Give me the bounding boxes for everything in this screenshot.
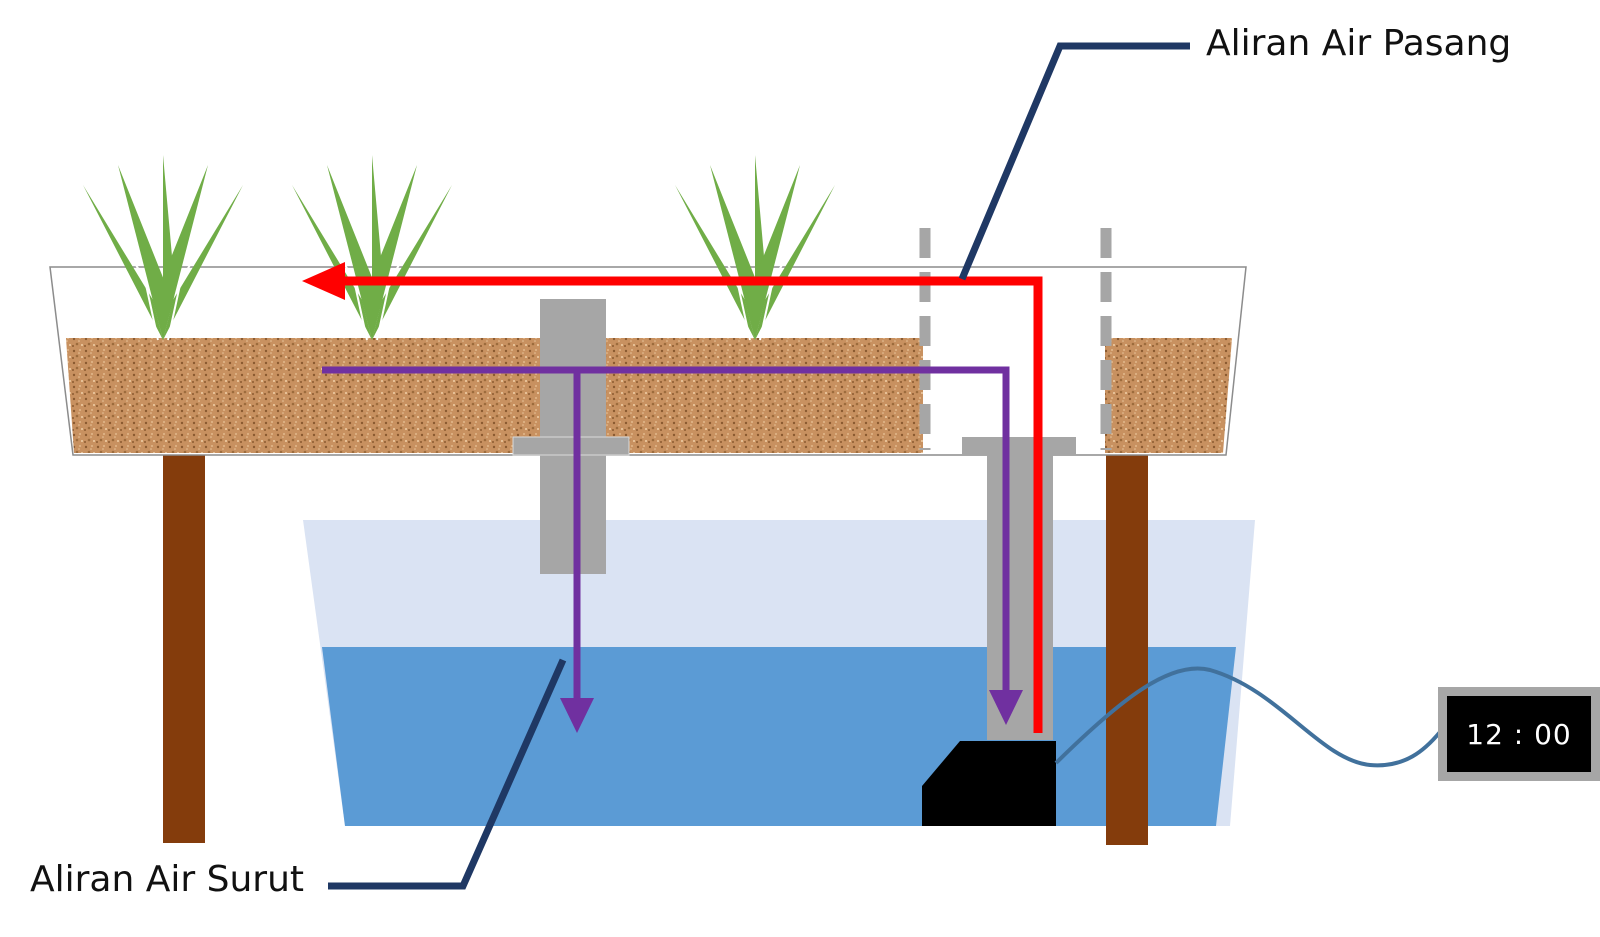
drain-pipe [512, 299, 630, 574]
flood-flow-arrow [302, 262, 1043, 733]
table-leg-left [163, 455, 205, 843]
timer-cable [1054, 666, 1442, 768]
ebb-flow-label: Aliran Air Surut [30, 859, 305, 900]
flood-callout-line [958, 42, 1190, 281]
plant-icon [675, 155, 835, 341]
table-leg-right [1106, 455, 1148, 845]
pump-icon [922, 741, 1056, 826]
flood-flow-label: Aliran Air Pasang [1206, 23, 1512, 64]
timer-display: 12 : 00 [1447, 696, 1591, 772]
overflow-chamber [923, 326, 1105, 454]
ebb-callout-line [328, 658, 567, 890]
ebb-flow-arrow [322, 366, 1023, 733]
plant-icon [83, 155, 243, 341]
timer-icon: 12 : 00 [1438, 687, 1600, 781]
plant-icon [292, 155, 452, 341]
reservoir-water [322, 647, 1236, 826]
